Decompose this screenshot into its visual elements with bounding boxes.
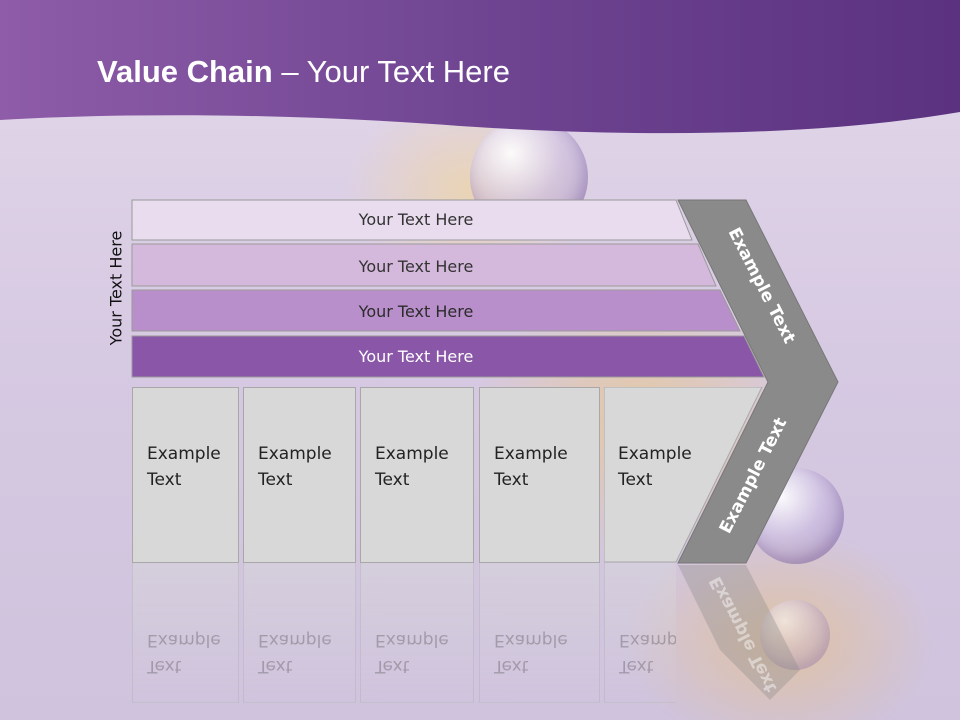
reflection-text: Text Example — [619, 627, 676, 679]
bar-label: Your Text Here — [358, 210, 474, 229]
label-line: Text — [147, 470, 182, 490]
title-bold: Value Chain — [97, 54, 273, 89]
label-line: Example — [258, 444, 332, 464]
label-line: Text — [258, 470, 293, 490]
header-banner — [0, 0, 960, 134]
reflection-text: Text Example — [147, 627, 221, 679]
label-line: Text — [494, 470, 529, 490]
column-reflection: Text Example — [604, 563, 676, 703]
label-line: Example — [619, 630, 676, 650]
column-reflection: Text Example — [132, 563, 239, 703]
bar-label: Your Text Here — [358, 347, 474, 366]
label-line: Example — [375, 444, 449, 464]
label-line: Example — [258, 630, 332, 650]
reflection-text: Text Example — [375, 627, 449, 679]
label-line: Text — [619, 656, 654, 676]
label-line: Text — [147, 656, 182, 676]
bubble-decoration — [760, 600, 830, 670]
label-line: Text — [375, 470, 410, 490]
label-line: Example — [375, 630, 449, 650]
label-line: Example — [494, 444, 568, 464]
label-line: Example — [147, 630, 221, 650]
label-line: Text — [617, 470, 653, 490]
reflection-text: Text Example — [494, 627, 568, 679]
label-line: Example — [618, 444, 692, 464]
label-line: Text — [375, 656, 410, 676]
column-reflection: Text Example — [360, 563, 474, 703]
label-line: Text — [494, 656, 529, 676]
column-reflection: Text Example — [243, 563, 356, 703]
chevron-arrow — [677, 199, 839, 564]
label-line: Example — [147, 444, 221, 464]
label-line: Example — [494, 630, 568, 650]
bar-4: Your Text Here — [131, 335, 765, 378]
reflection-text: Text Example — [258, 627, 332, 679]
slide-title: Value Chain – Your Text Here — [97, 54, 510, 90]
bar-label: Your Text Here — [358, 302, 474, 321]
bar-3: Your Text Here — [131, 289, 741, 332]
bar-2: Your Text Here — [131, 243, 717, 287]
chevron-reflection — [678, 565, 800, 700]
column-reflection: Text Example — [479, 563, 600, 703]
activity-column-5: Example Text — [604, 387, 763, 563]
bar-1: Your Text Here — [131, 199, 693, 241]
title-rest: – Your Text Here — [272, 54, 510, 89]
bar-label: Your Text Here — [358, 257, 474, 276]
label-line: Text — [258, 656, 293, 676]
